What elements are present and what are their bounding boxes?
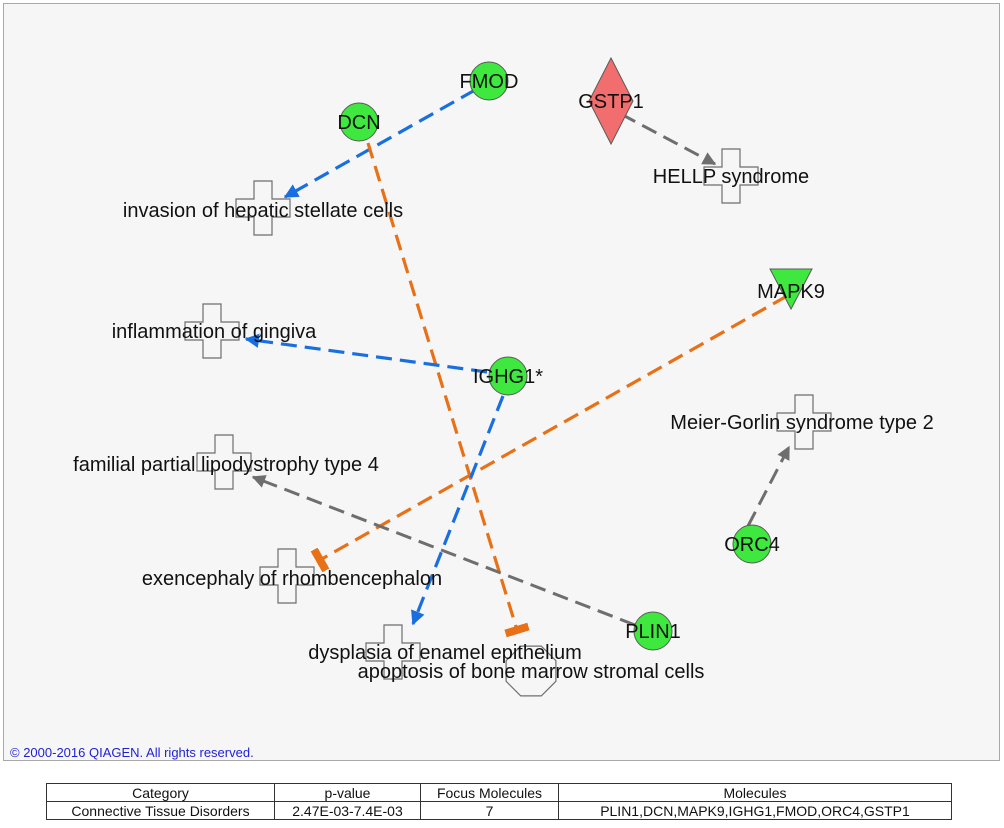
node-label-hellp: HELLP syndrome (653, 166, 809, 188)
edge-dcn-bone (366, 142, 530, 638)
node-label-plin1: PLIN1 (625, 621, 681, 643)
copyright-notice: © 2000-2016 QIAGEN. All rights reserved. (10, 745, 254, 760)
edge-plin1-lipo (251, 475, 636, 627)
cell-focus-molecules: 7 (420, 801, 559, 820)
edge-gstp1-hellp (620, 112, 717, 166)
function-node-hepatic-icon[interactable] (235, 180, 291, 236)
cell-category: Connective Tissue Disorders (46, 801, 275, 820)
edge-fmod-hepatic (283, 88, 476, 199)
node-label-exen: exencephaly of rhombencephalon (142, 568, 442, 590)
molecule-node-gstp1-icon[interactable] (588, 56, 634, 146)
molecule-node-dcn-icon[interactable] (339, 102, 379, 142)
network-canvas: HELLP syndrome invasion of hepatic stella… (3, 3, 1000, 761)
node-label-fmod: FMOD (460, 71, 519, 93)
edge-ighg1-gingiva (244, 333, 488, 374)
table-header-row: Category p-value Focus Molecules Molecul… (46, 783, 952, 802)
function-node-meier-icon[interactable] (776, 394, 832, 450)
node-label-lipo: familial partial lipodystrophy type 4 (73, 454, 379, 476)
molecule-node-fmod-icon[interactable] (469, 61, 509, 101)
summary-table: Category p-value Focus Molecules Molecul… (46, 783, 952, 820)
node-label-gstp1: GSTP1 (578, 91, 644, 113)
table-row: Connective Tissue Disorders 2.47E-03-7.4… (46, 801, 952, 820)
node-label-bone: apoptosis of bone marrow stromal cells (358, 661, 705, 683)
edge-mapk9-exen (310, 294, 788, 573)
function-node-lipo-icon[interactable] (196, 434, 252, 490)
function-node-gingiva-icon[interactable] (184, 303, 240, 359)
molecule-node-mapk9-icon[interactable] (769, 268, 813, 311)
edge-orc4-meier (746, 445, 791, 527)
header-pvalue: p-value (274, 783, 421, 802)
molecule-node-ighg1-icon[interactable] (488, 356, 528, 396)
cell-pvalue: 2.47E-03-7.4E-03 (274, 801, 421, 820)
edge-ighg1-enamel (411, 395, 505, 626)
molecule-node-plin1-icon[interactable] (633, 611, 673, 651)
header-focus-molecules: Focus Molecules (420, 783, 559, 802)
node-label-gingiva: inflammation of gingiva (112, 321, 317, 343)
function-node-bone-icon[interactable] (505, 645, 557, 697)
node-label-orc4: ORC4 (724, 534, 780, 556)
node-label-ighg1: IGHG1* (473, 366, 543, 388)
cell-molecules: PLIN1,DCN,MAPK9,IGHG1,FMOD,ORC4,GSTP1 (558, 801, 952, 820)
node-label-mapk9: MAPK9 (757, 281, 825, 303)
header-molecules: Molecules (558, 783, 952, 802)
node-label-dcn: DCN (337, 112, 380, 134)
network-diagram: HELLP syndrome invasion of hepatic stella… (73, 56, 934, 697)
header-category: Category (46, 783, 275, 802)
node-label-enamel: dysplasia of enamel epithelium (308, 642, 582, 664)
function-node-hellp-icon[interactable] (703, 148, 759, 204)
node-label-meier: Meier-Gorlin syndrome type 2 (670, 412, 933, 434)
molecule-node-orc4-icon[interactable] (732, 524, 772, 564)
function-node-exen-icon[interactable] (259, 548, 315, 604)
function-node-enamel-icon[interactable] (365, 624, 421, 680)
node-label-hepatic: invasion of hepatic stellate cells (123, 200, 403, 222)
